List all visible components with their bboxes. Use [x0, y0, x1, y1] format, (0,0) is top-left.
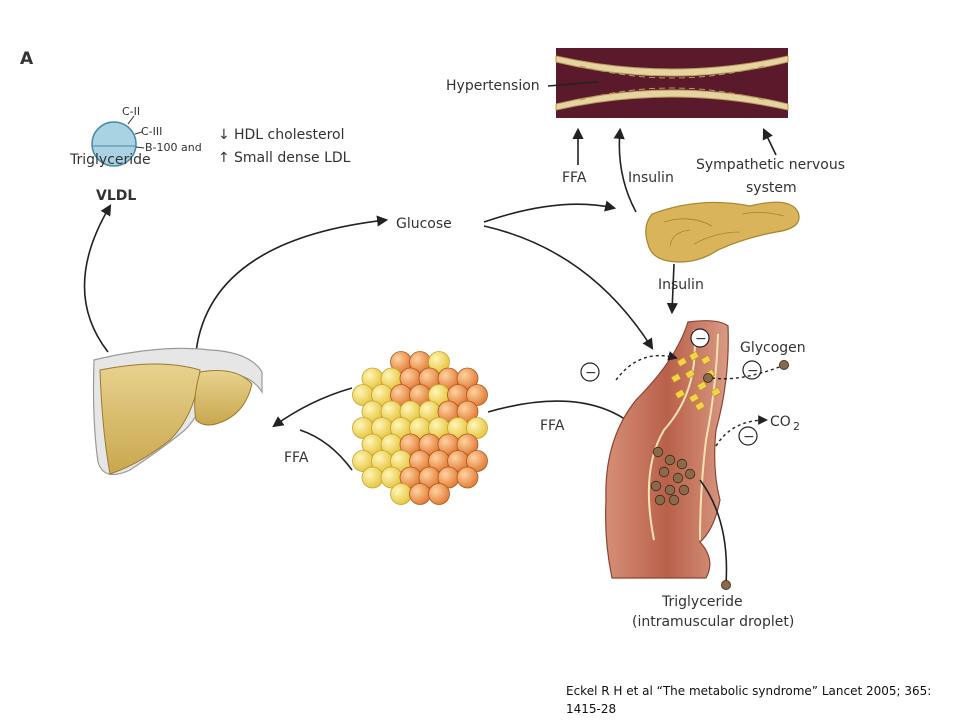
- liver-to-glucose-arrow: [195, 215, 389, 353]
- minus-icon-muscle-top: [690, 328, 710, 348]
- glycogen-granule-icon: [700, 354, 712, 366]
- adipose-to-liver-arrow-lower: [299, 429, 353, 471]
- glycogen-granule-icon: [674, 388, 686, 400]
- lipid-droplet-icon: [664, 454, 676, 466]
- glycogen-particle-icon: [779, 360, 789, 370]
- lipid-droplet-icon: [654, 494, 666, 506]
- minus-sign-2: −: [585, 365, 597, 381]
- glycogen-granule-icon: [676, 356, 688, 368]
- insulin-to-vessel-arrow: [613, 127, 637, 213]
- triglyceride-label: Triglyceride: [69, 152, 151, 168]
- glycogen-granule-icon: [710, 386, 722, 398]
- lipid-droplet-icon: [672, 472, 684, 484]
- adipocyte-cell-icon: [456, 367, 479, 390]
- minus-icon-co2: [738, 426, 758, 446]
- vldl-label: VLDL: [96, 188, 136, 204]
- glycogen-dotted-arrow: [711, 365, 783, 380]
- minus-sign-4: −: [743, 429, 755, 445]
- apo-b100-label: B-100 and: [145, 141, 202, 154]
- droplet-pointer-line: [699, 479, 728, 585]
- glucose-to-muscle-arrow: [483, 225, 654, 350]
- lipid-droplet-icon: [650, 480, 662, 492]
- lipid-droplet-icon: [664, 484, 676, 496]
- insulin-top-label: Insulin: [628, 170, 674, 186]
- hypertension-pointer: [547, 81, 599, 87]
- glucose-to-pancreas-arrow: [483, 200, 617, 223]
- adipose-tissue-icon: [352, 351, 488, 505]
- glycogen-granule-icon: [694, 400, 706, 412]
- glycogen-granule-icon: [688, 350, 700, 362]
- liver-icon: [92, 347, 263, 476]
- citation-text: Eckel R H et al “The metabolic syndrome”…: [566, 684, 932, 716]
- adipocyte-cell-icon: [466, 384, 488, 406]
- adipocyte-cell-icon: [409, 483, 431, 505]
- droplet-label-line2: (intramuscular droplet): [632, 614, 794, 630]
- adipocyte-cell-icon: [390, 483, 412, 505]
- glycogen-granule-icon: [684, 368, 696, 380]
- droplet-particle-icon: [721, 580, 731, 590]
- apo-c3-label: C-III: [141, 125, 162, 138]
- lipid-droplet-icon: [658, 466, 670, 478]
- droplet-label-line1: Triglyceride: [661, 594, 743, 610]
- minus-icon-glucose: [580, 362, 600, 382]
- adipocyte-cell-icon: [428, 351, 450, 373]
- glycogen-granule-icon: [688, 392, 700, 404]
- glycogen-granules-icon: [670, 350, 722, 412]
- adipocyte-cell-icon: [466, 450, 488, 472]
- lipid-droplet-icon: [652, 446, 664, 458]
- sns-to-vessel-arrow: [762, 127, 777, 156]
- glucose-label: Glucose: [396, 216, 452, 232]
- adipose-to-liver-arrow: [272, 387, 353, 428]
- blood-vessel-icon: [555, 48, 789, 118]
- co2-subscript: 2: [793, 420, 800, 433]
- vldl-particle: [91, 115, 145, 167]
- ffa-top-label: FFA: [562, 170, 587, 186]
- adipocyte-cell-icon: [456, 433, 479, 456]
- glycogen-granule-icon: [670, 372, 682, 384]
- sns-label-line1: Sympathetic nervous: [696, 157, 845, 173]
- down-arrow-icon: ↓: [218, 127, 230, 143]
- glycogen-label: Glycogen: [740, 340, 806, 356]
- glucose-uptake-dotted-arrow: [615, 351, 678, 381]
- hdl-label: HDL cholesterol: [234, 127, 345, 143]
- pancreas-icon: [645, 201, 800, 263]
- glycogen-particle-icon: [703, 373, 713, 383]
- lipid-droplet-icon: [684, 468, 696, 480]
- insulin-pancreas-label: Insulin: [658, 277, 704, 293]
- adipocyte-cell-icon: [456, 400, 479, 423]
- minus-sign-1: −: [695, 331, 707, 347]
- lipid-droplet-icon: [668, 494, 680, 506]
- adipocyte-cell-icon: [456, 466, 479, 489]
- lipid-droplet-icon: [678, 484, 690, 496]
- hypertension-label: Hypertension: [446, 78, 540, 94]
- ffa-liver-label: FFA: [284, 450, 309, 466]
- adipocyte-cell-icon: [466, 417, 488, 439]
- adipocyte-cell-icon: [361, 466, 384, 489]
- ffa-adipose-label: FFA: [540, 418, 565, 434]
- up-arrow-icon: ↑: [218, 150, 230, 166]
- minus-sign-3: −: [747, 363, 759, 379]
- lipid-droplets-icon: [650, 446, 696, 506]
- minus-icon-glycogen: [742, 360, 762, 380]
- liver-to-vldl-arrow: [83, 204, 112, 353]
- apo-c2-label: C-II: [122, 105, 140, 118]
- sns-label-line2: system: [746, 180, 797, 196]
- panel-letter: A: [20, 49, 34, 69]
- co2-label: CO: [770, 414, 791, 430]
- pancreas-insulin-arrow: [666, 263, 678, 315]
- ldl-label: Small dense LDL: [234, 150, 351, 166]
- glycogen-granule-icon: [696, 380, 708, 392]
- adipocyte-cell-icon: [428, 483, 450, 505]
- lipid-droplet-icon: [676, 458, 688, 470]
